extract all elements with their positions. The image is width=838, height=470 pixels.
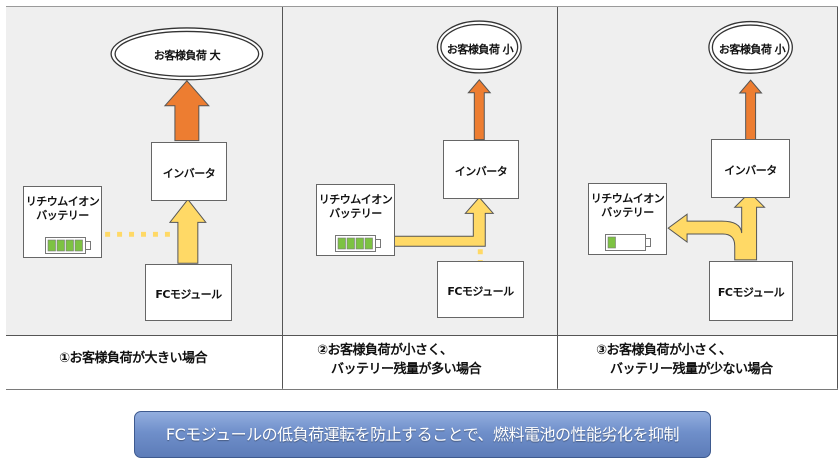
inverter-label: インバータ <box>454 165 508 178</box>
summary-banner: FCモジュールの低負荷運転を防止することで、燃料電池の性能劣化を抑制 <box>134 411 711 458</box>
scenario-3-panel: お客様負荷 小 インバータ リチウムイオン バッテリー FCモジュール <box>558 7 837 336</box>
load-ellipse-large <box>110 27 264 81</box>
fc-module-box: FCモジュール <box>709 261 793 321</box>
scenario-table: お客様負荷 大 インバータ リチウムイオン バッテリー FCモジュール <box>6 6 838 390</box>
battery-to-inverter-arrow <box>392 196 495 247</box>
scenario-1-panel: お客様負荷 大 インバータ リチウムイオン バッテリー FCモジュール <box>6 7 282 336</box>
scenario-3-column: お客様負荷 小 インバータ リチウムイオン バッテリー FCモジュール ③お客様… <box>557 7 838 389</box>
battery-label-line1: リチウムイオン <box>590 192 665 205</box>
scenario-2-panel: お客様負荷 小 インバータ リチウムイオン バッテリー FCモジュール <box>283 7 557 336</box>
battery-label-line1: リチウムイオン <box>318 193 393 206</box>
battery-full-icon <box>335 235 381 252</box>
output-arrow-small <box>738 79 763 141</box>
battery-label-line1: リチウムイオン <box>25 195 100 208</box>
battery-label-line2: バッテリー <box>329 207 382 220</box>
fc-to-inverter-arrow <box>168 198 207 264</box>
battery-label-line2: バッテリー <box>36 209 89 222</box>
inverter-box: インバータ <box>151 142 227 201</box>
load-ellipse-small <box>708 20 793 74</box>
battery-low-icon <box>605 234 651 251</box>
fc-module-label: FCモジュール <box>447 285 514 298</box>
scenario-2-column: お客様負荷 小 インバータ リチウムイオン バッテリー FCモジュール <box>282 7 557 389</box>
fc-module-box: FCモジュール <box>437 261 524 318</box>
load-label: お客様負荷 小 <box>718 43 786 56</box>
scenario-1-diagram <box>105 27 264 264</box>
output-arrow-small <box>467 79 492 141</box>
inverter-label: インバータ <box>724 164 777 177</box>
fc-to-inverter-and-battery-arrow <box>667 191 766 261</box>
load-ellipse-small <box>436 20 522 74</box>
fc-module-label: FCモジュール <box>155 288 222 301</box>
scenario-3-diagram <box>667 20 793 261</box>
caption-line1: ①お客様負荷が大きい場合 <box>59 351 208 366</box>
load-label: お客様負荷 大 <box>153 49 221 62</box>
scenario-2-caption: ②お客様負荷が小さく、 バッテリー残量が多い場合 <box>283 336 557 389</box>
inverter-label: インバータ <box>162 167 216 180</box>
scenario-1-caption: ①お客様負荷が大きい場合 <box>6 336 282 389</box>
battery-label-line2: バッテリー <box>601 206 654 219</box>
load-label: お客様負荷 小 <box>446 43 514 56</box>
caption-line2: バッテリー残量が少ない場合 <box>610 362 773 377</box>
scenario-2-diagram <box>392 20 522 263</box>
scenario-3-caption: ③お客様負荷が小さく、 バッテリー残量が少ない場合 <box>558 336 837 389</box>
fc-module-label: FCモジュール <box>717 286 785 299</box>
output-arrow-large <box>163 80 210 142</box>
inverter-box: インバータ <box>443 140 519 199</box>
battery-full-icon <box>45 237 91 254</box>
battery-box: リチウムイオン バッテリー <box>23 186 102 258</box>
caption-line1: ③お客様負荷が小さく、 <box>596 343 732 358</box>
caption-line2: バッテリー残量が多い場合 <box>331 362 482 377</box>
inverter-box: インバータ <box>711 139 790 198</box>
caption-line1: ②お客様負荷が小さく、 <box>317 343 453 358</box>
fc-module-box: FCモジュール <box>145 264 232 321</box>
scenario-1-column: お客様負荷 大 インバータ リチウムイオン バッテリー FCモジュール <box>6 7 282 389</box>
battery-box: リチウムイオン バッテリー <box>316 184 395 256</box>
battery-box: リチウムイオン バッテリー <box>588 183 667 255</box>
